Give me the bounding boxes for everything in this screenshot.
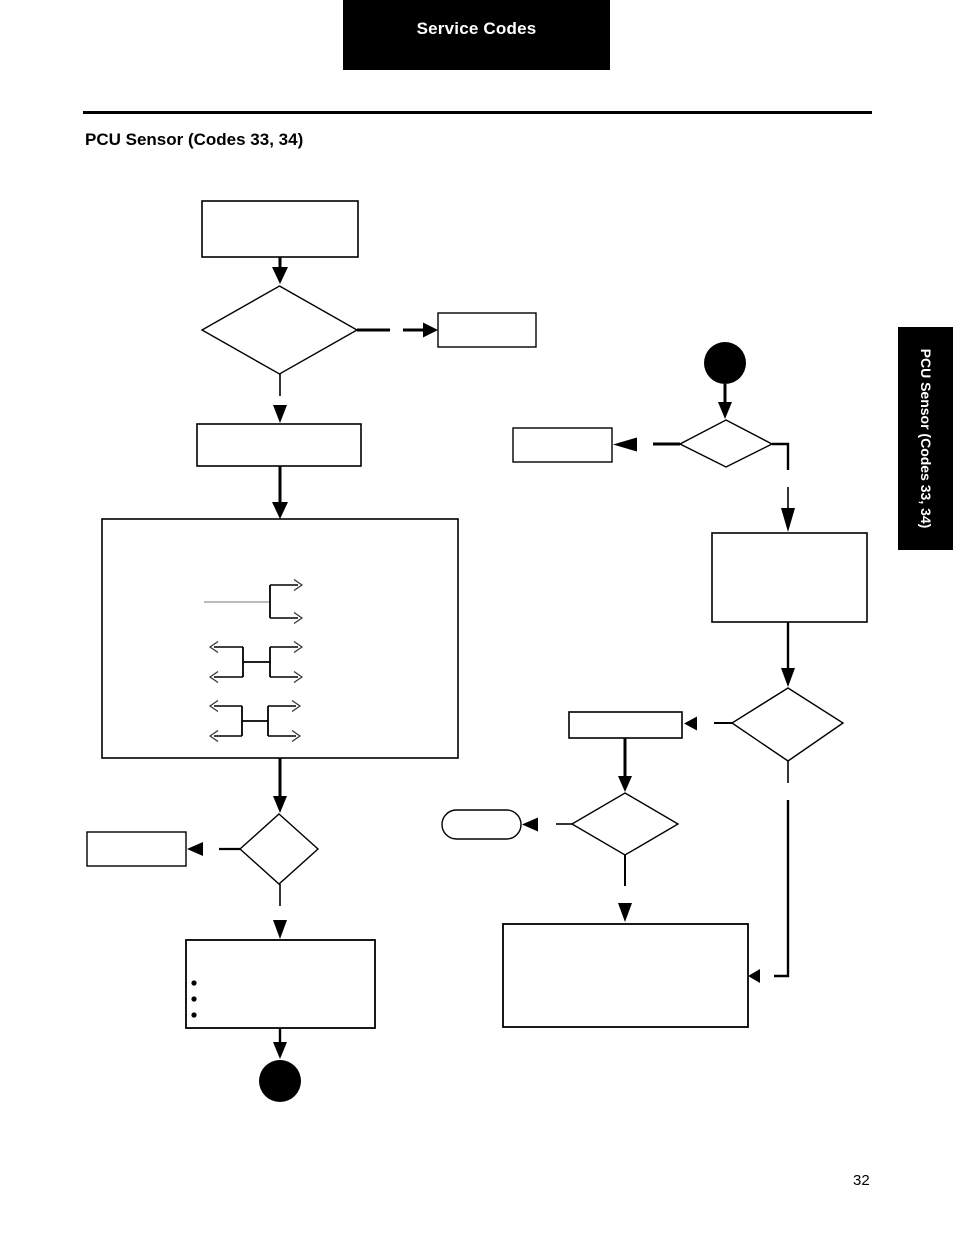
inline-connector-icon <box>208 700 302 742</box>
flow-arrowhead-down <box>618 903 632 922</box>
flow-connector-circle-end <box>259 1060 301 1102</box>
flow-box-top <box>201 200 359 258</box>
flow-decision-1 <box>200 285 359 375</box>
flow-box-bottom-right <box>502 923 749 1028</box>
bullet-dot <box>191 1012 197 1018</box>
flow-arrowhead-down <box>273 920 287 939</box>
flow-arrowhead-left <box>684 716 697 731</box>
flow-arrowhead-down <box>272 502 288 519</box>
flow-capsule-terminator <box>441 809 522 840</box>
flow-arrowhead-left <box>748 969 760 983</box>
flow-main-box <box>101 518 459 759</box>
header-rule <box>83 111 872 114</box>
bullet-dot <box>191 980 197 986</box>
inline-connector-icon <box>208 641 304 683</box>
page-header-banner: Service Codes <box>343 0 610 70</box>
flow-line <box>772 442 790 470</box>
flow-decision-3 <box>678 419 774 468</box>
flow-decision-5 <box>570 792 680 856</box>
flow-arrowhead-down <box>718 402 732 419</box>
flow-box-left-of-decision-4 <box>568 711 683 739</box>
flow-box-left-of-decision-2 <box>86 831 187 867</box>
flow-arrowhead-down <box>273 405 287 423</box>
flow-arrowhead-left <box>613 437 637 452</box>
flow-connector-circle-start <box>704 342 746 384</box>
flow-arrowhead-down <box>272 267 288 284</box>
inline-connector-icon <box>204 579 304 624</box>
page-title: PCU Sensor (Codes 33, 34) <box>85 130 304 149</box>
flow-line <box>774 800 790 978</box>
page-number: 32 <box>853 1172 870 1189</box>
flow-box-right-of-decision-1 <box>437 312 537 348</box>
flow-arrowhead-down <box>618 776 632 792</box>
flow-arrowhead-down <box>781 508 795 532</box>
flow-arrowhead-down <box>273 796 287 813</box>
flow-box-2 <box>196 423 362 467</box>
flow-arrowhead-left <box>187 842 203 856</box>
flow-decision-2 <box>238 813 320 885</box>
flow-arrowhead-left <box>522 817 538 832</box>
flow-box-right-mid <box>711 532 868 623</box>
flow-arrowhead-right <box>423 322 438 338</box>
flow-arrowhead-down <box>781 668 795 687</box>
side-index-tab: PCU Sensor (Codes 33, 34) <box>898 327 953 550</box>
flow-decision-4 <box>730 687 845 762</box>
banner-label: Service Codes <box>416 19 537 38</box>
flow-box-left-of-decision-3 <box>512 427 613 463</box>
flow-box-bullets <box>185 939 376 1029</box>
bullet-dot <box>191 996 197 1002</box>
flow-arrowhead-down <box>273 1042 287 1059</box>
